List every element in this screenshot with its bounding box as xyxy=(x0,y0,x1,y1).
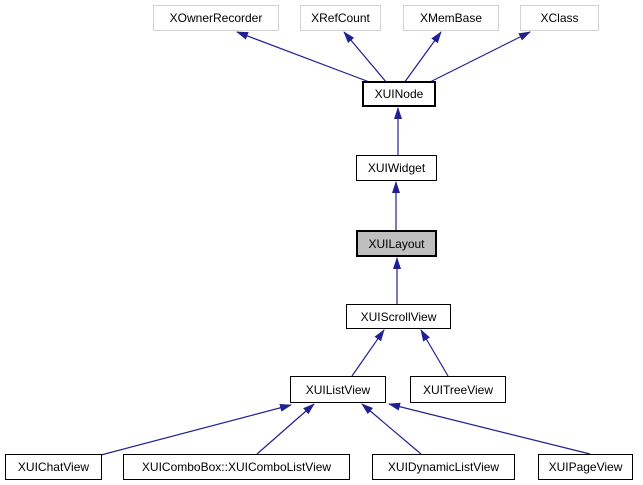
node-label: XUINode xyxy=(374,87,424,101)
node-xuicombolistview[interactable]: XUIComboBox::XUIComboListView xyxy=(123,454,350,480)
node-xuitreeview[interactable]: XUITreeView xyxy=(410,376,506,403)
edge-xuinode-to-xownerrecorder xyxy=(236,31,373,84)
node-label: XMemBase xyxy=(419,11,483,25)
edge-xuipageview-to-xuilistview xyxy=(388,402,591,455)
edge-xuicombolistview-to-xuilistview xyxy=(256,403,315,455)
node-label: XUILayout xyxy=(368,236,425,251)
node-xownerrecorder: XOwnerRecorder xyxy=(153,5,279,31)
node-label: XClass xyxy=(540,11,579,25)
edge-xuitreeview-to-xuiscrollview xyxy=(420,329,449,377)
node-label: XUITreeView xyxy=(422,382,494,397)
node-xuilistview[interactable]: XUIListView xyxy=(290,376,386,403)
node-label: XRefCount xyxy=(311,11,370,25)
node-xclass: XClass xyxy=(520,5,599,31)
node-xuipageview[interactable]: XUIPageView xyxy=(538,454,633,480)
node-label: XUIComboBox::XUIComboListView xyxy=(141,460,332,474)
node-label: XUIDynamicListView xyxy=(387,460,500,474)
node-xrefcount: XRefCount xyxy=(300,5,381,31)
edge-xuichatview-to-xuilistview xyxy=(100,403,292,456)
edge-xuilistview-to-xuiscrollview xyxy=(351,329,385,377)
edge-xuinode-to-xmembase xyxy=(403,31,442,84)
node-xuinode[interactable]: XUINode xyxy=(362,81,436,107)
node-xmembase: XMemBase xyxy=(403,5,499,31)
edge-xuinode-to-xrefcount xyxy=(343,31,388,84)
node-label: XOwnerRecorder xyxy=(169,11,263,25)
node-label: XUIScrollView xyxy=(360,309,437,324)
node-label: XUIWidget xyxy=(367,161,426,175)
node-xuichatview[interactable]: XUIChatView xyxy=(5,454,102,480)
node-xuiscrollview[interactable]: XUIScrollView xyxy=(346,304,451,329)
node-label: XUIListView xyxy=(305,382,371,397)
node-xuidynamiclistview[interactable]: XUIDynamicListView xyxy=(372,454,515,480)
edge-xuidynamiclistview-to-xuilistview xyxy=(361,403,422,455)
edge-xuinode-to-xclass xyxy=(427,31,531,84)
node-xuiwidget[interactable]: XUIWidget xyxy=(356,155,437,181)
node-xuilayout: XUILayout xyxy=(356,230,437,257)
node-label: XUIPageView xyxy=(548,460,623,474)
node-label: XUIChatView xyxy=(17,460,90,474)
